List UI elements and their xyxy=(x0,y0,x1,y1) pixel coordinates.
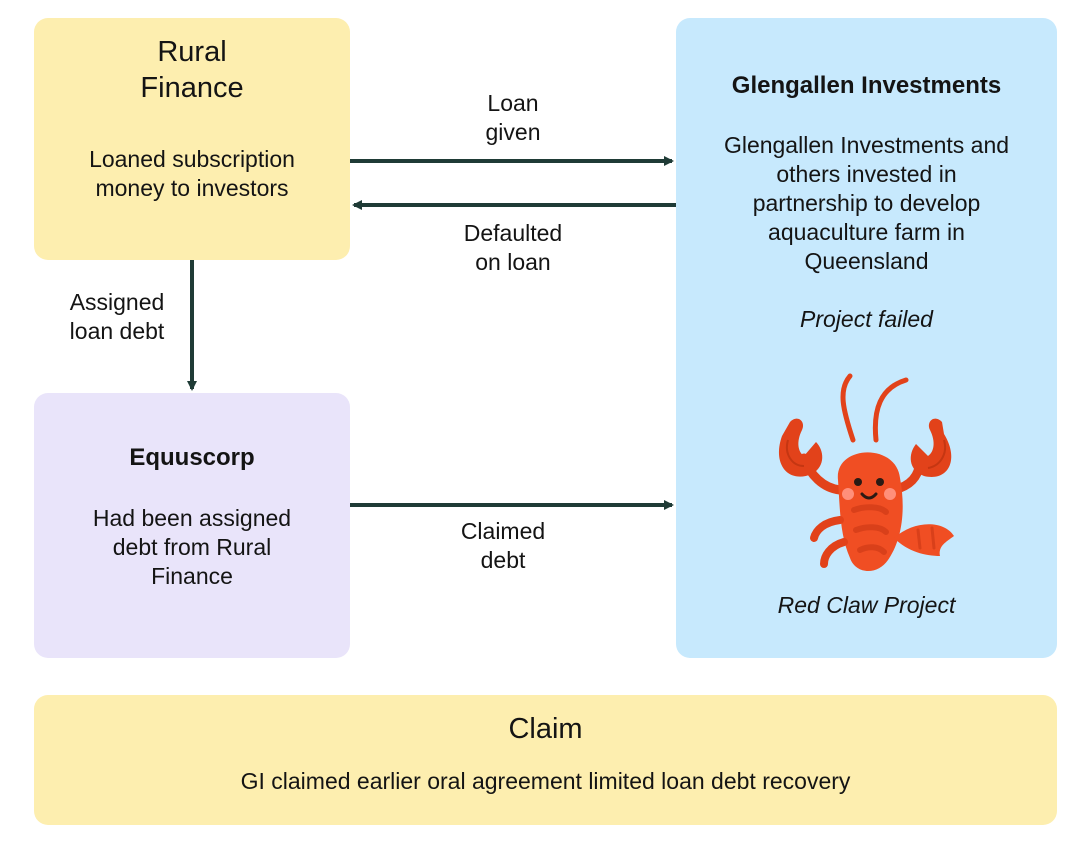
equuscorp-box: Equuscorp Had been assigned debt from Ru… xyxy=(34,393,350,658)
rural-finance-description: Loaned subscription money to investors xyxy=(89,146,295,201)
rural-finance-box: Rural Finance Loaned subscription money … xyxy=(34,18,350,260)
claim-box: Claim GI claimed earlier oral agreement … xyxy=(34,695,1057,825)
glengallen-box: Glengallen Investments Glengallen Invest… xyxy=(676,18,1057,658)
glengallen-title: Glengallen Investments xyxy=(731,72,1002,99)
claimed-label: Claimed debt xyxy=(460,518,546,573)
equuscorp-description: Had been assigned debt from Rural Financ… xyxy=(92,505,292,589)
glengallen-status: Project failed xyxy=(800,306,933,332)
equuscorp-title: Equuscorp xyxy=(129,444,255,471)
loan-given-label: Loan given xyxy=(485,90,541,145)
red-claw-caption: Red Claw Project xyxy=(777,592,956,618)
claim-title: Claim xyxy=(508,713,583,745)
lobster-icon xyxy=(778,373,954,572)
claim-description: GI claimed earlier oral agreement limite… xyxy=(240,768,851,794)
rural-finance-title: Rural Finance xyxy=(140,36,244,104)
glengallen-description: Glengallen Investments and others invest… xyxy=(723,132,1010,274)
assigned-label: Assigned loan debt xyxy=(69,289,165,344)
defaulted-label: Defaulted on loan xyxy=(463,220,563,275)
